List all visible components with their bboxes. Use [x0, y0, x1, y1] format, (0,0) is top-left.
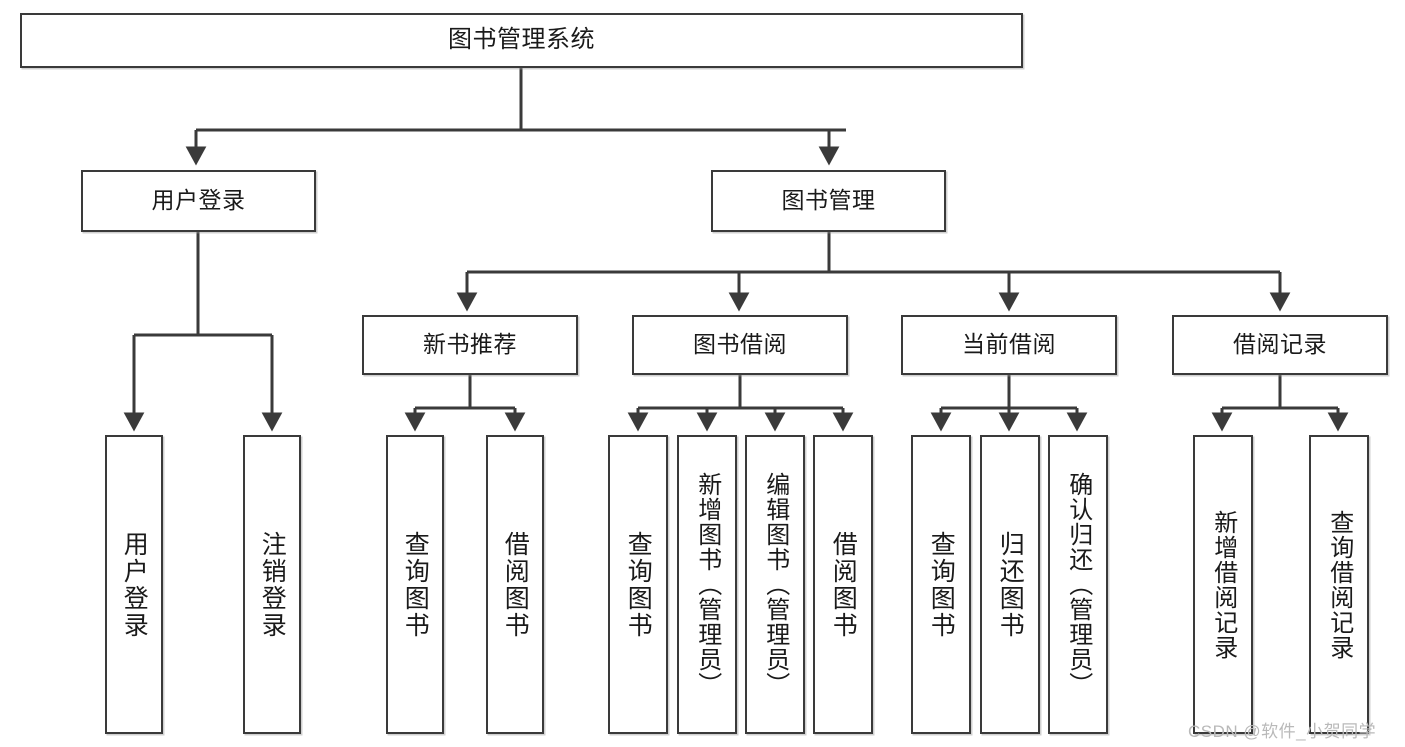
leaf-user-login-login[interactable]: 用户登录	[105, 435, 163, 734]
node-root-system[interactable]: 图书管理系统	[20, 13, 1023, 68]
node-user-login[interactable]: 用户登录	[81, 170, 316, 232]
node-label: 借阅记录	[1233, 331, 1327, 358]
leaf-record-add-record[interactable]: 新增借阅记录	[1193, 435, 1253, 734]
leaf-record-query-record[interactable]: 查询借阅记录	[1309, 435, 1369, 734]
node-label: 编辑图书（管理员）	[761, 472, 789, 697]
node-label: 查询借阅记录	[1325, 509, 1353, 660]
node-label: 图书管理	[781, 187, 876, 214]
leaf-current-return-book[interactable]: 归还图书	[980, 435, 1040, 734]
node-book-management[interactable]: 图书管理	[711, 170, 946, 232]
node-label: 图书管理系统	[448, 26, 595, 54]
leaf-current-confirm-return-admin[interactable]: 确认归还（管理员）	[1048, 435, 1108, 734]
node-label: 新书推荐	[423, 331, 517, 358]
leaf-borrow-borrow-book[interactable]: 借阅图书	[813, 435, 873, 734]
node-label: 归还图书	[996, 530, 1025, 639]
leaf-current-query-book[interactable]: 查询图书	[911, 435, 971, 734]
watermark-text: CSDN @软件_小贺同学	[1188, 722, 1377, 741]
node-label: 用户登录	[120, 530, 149, 639]
node-label: 确认归还（管理员）	[1064, 472, 1092, 697]
node-book-borrow[interactable]: 图书借阅	[632, 315, 848, 375]
node-label: 新增借阅记录	[1209, 509, 1237, 660]
node-label: 借阅图书	[501, 530, 530, 639]
node-label: 用户登录	[151, 187, 246, 214]
node-label: 图书借阅	[693, 331, 787, 358]
node-label: 查询图书	[401, 530, 430, 639]
node-label: 查询图书	[927, 530, 956, 639]
leaf-borrow-add-book-admin[interactable]: 新增图书（管理员）	[677, 435, 737, 734]
leaf-user-login-logout[interactable]: 注销登录	[243, 435, 301, 734]
leaf-recommend-borrow-book[interactable]: 借阅图书	[486, 435, 544, 734]
leaf-recommend-query-book[interactable]: 查询图书	[386, 435, 444, 734]
leaf-borrow-query-book[interactable]: 查询图书	[608, 435, 668, 734]
leaf-borrow-edit-book-admin[interactable]: 编辑图书（管理员）	[745, 435, 805, 734]
node-current-borrow[interactable]: 当前借阅	[901, 315, 1117, 375]
node-label: 新增图书（管理员）	[693, 472, 721, 697]
node-borrow-record[interactable]: 借阅记录	[1172, 315, 1388, 375]
node-label: 查询图书	[624, 530, 653, 639]
node-label: 当前借阅	[962, 331, 1056, 358]
node-new-book-recommend[interactable]: 新书推荐	[362, 315, 578, 375]
node-label: 借阅图书	[829, 530, 858, 639]
node-label: 注销登录	[258, 530, 287, 639]
